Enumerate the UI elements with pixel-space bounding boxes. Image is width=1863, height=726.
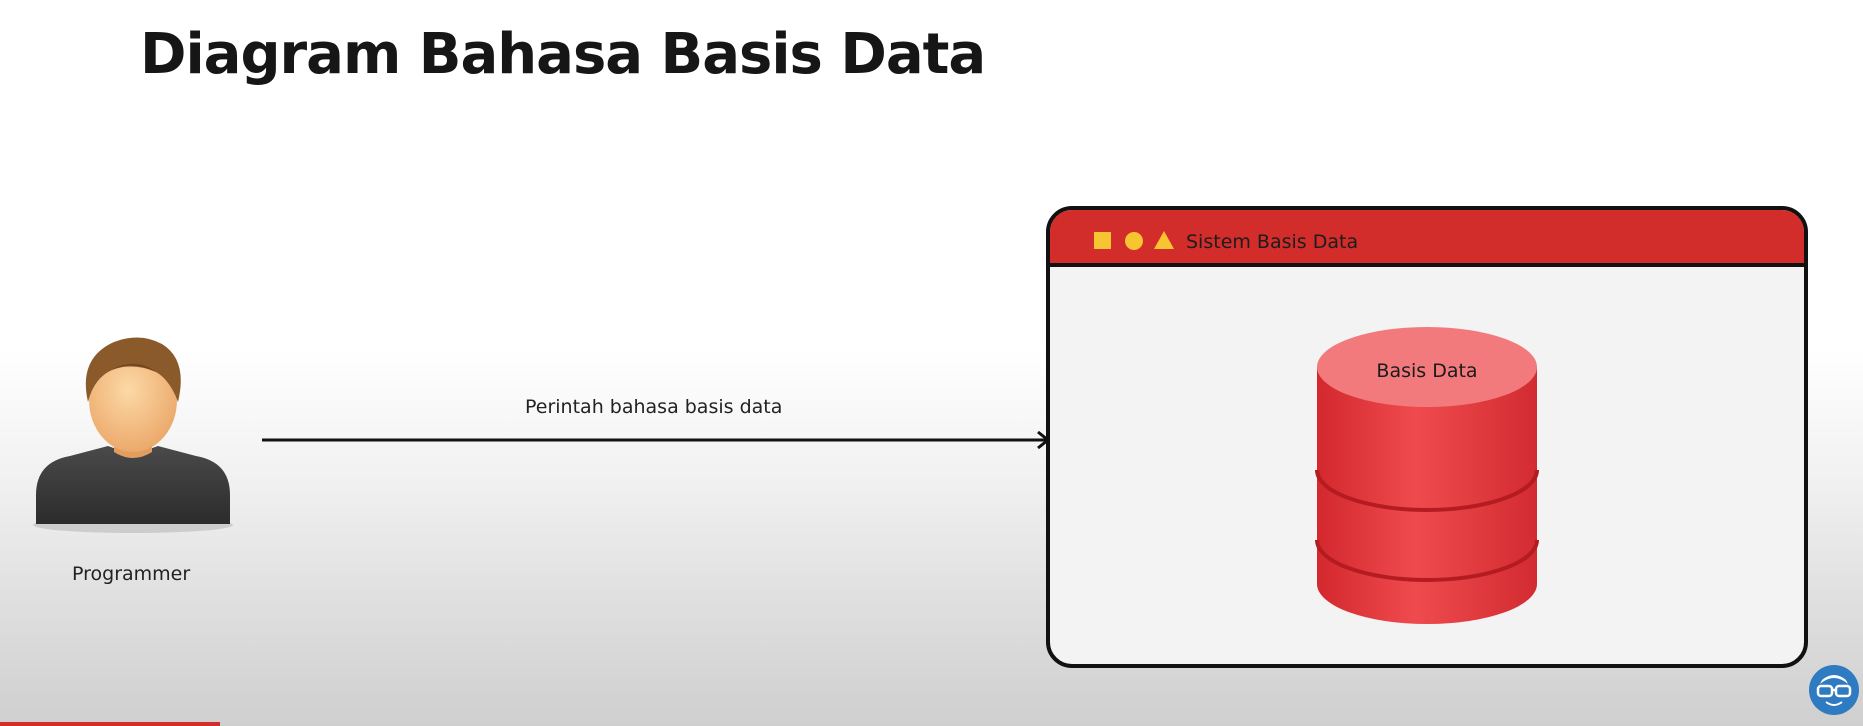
arrow-label: Perintah bahasa basis data — [525, 396, 783, 418]
actor-label: Programmer — [72, 563, 191, 585]
window-title: Sistem Basis Data — [1186, 231, 1359, 253]
square-icon — [1094, 232, 1111, 249]
circle-icon — [1125, 232, 1143, 250]
database-label: Basis Data — [1376, 360, 1478, 382]
database-cylinder: Basis Data — [1308, 322, 1546, 642]
arrow-connector — [262, 430, 1051, 450]
database-icon — [1315, 327, 1539, 624]
page-title: Diagram Bahasa Basis Data — [140, 22, 986, 87]
progress-bar — [0, 722, 220, 726]
window-header: Sistem Basis Data — [1050, 210, 1804, 267]
database-system-window: Sistem Basis Data Basis Data — [1046, 206, 1808, 668]
triangle-icon — [1154, 231, 1174, 249]
user-avatar-icon — [33, 337, 233, 533]
channel-logo-icon — [1809, 665, 1859, 715]
